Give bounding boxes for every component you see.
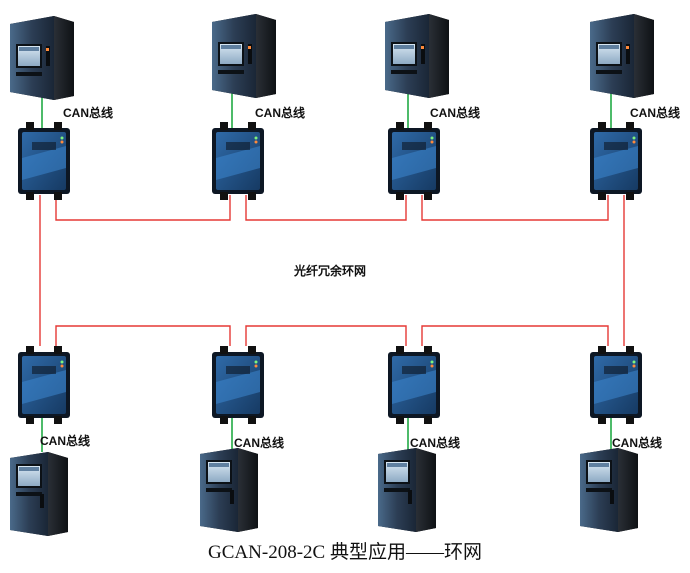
cabinet-top-2	[212, 14, 276, 98]
ring-network-label: 光纤冗余环网	[294, 264, 367, 278]
can-bus-label-top-1: CAN总线	[63, 106, 113, 120]
fiber-lines	[39, 195, 625, 346]
cabinet-bottom-4	[580, 448, 638, 532]
cabinet-top-1	[10, 16, 74, 100]
cabinet-top-4	[590, 14, 654, 98]
cabinet-top-3	[385, 14, 449, 98]
can-bus-label-bottom-3: CAN总线	[410, 436, 460, 450]
can-bus-label-bottom-2: CAN总线	[234, 436, 284, 450]
can-bus-label-top-4: CAN总线	[630, 106, 680, 120]
converter-bottom-2	[212, 346, 264, 424]
converter-top-3	[388, 122, 440, 200]
can-bus-label-top-2: CAN总线	[255, 106, 305, 120]
cabinet-bottom-2	[200, 448, 258, 532]
can-bus-label-top-3: CAN总线	[430, 106, 480, 120]
converter-top-1	[18, 122, 70, 200]
converter-top-4	[590, 122, 642, 200]
converter-bottom-3	[388, 346, 440, 424]
can-bus-label-bottom-1: CAN总线	[40, 434, 90, 448]
can-links	[41, 88, 612, 452]
converter-bottom-4	[590, 346, 642, 424]
can-bus-label-bottom-4: CAN总线	[612, 436, 662, 450]
converter-top-2	[212, 122, 264, 200]
cabinet-bottom-3	[378, 448, 436, 532]
figure-caption: GCAN-208-2C 典型应用——环网	[208, 542, 482, 563]
cabinet-bottom-1	[10, 452, 68, 536]
converter-bottom-1	[18, 346, 70, 424]
